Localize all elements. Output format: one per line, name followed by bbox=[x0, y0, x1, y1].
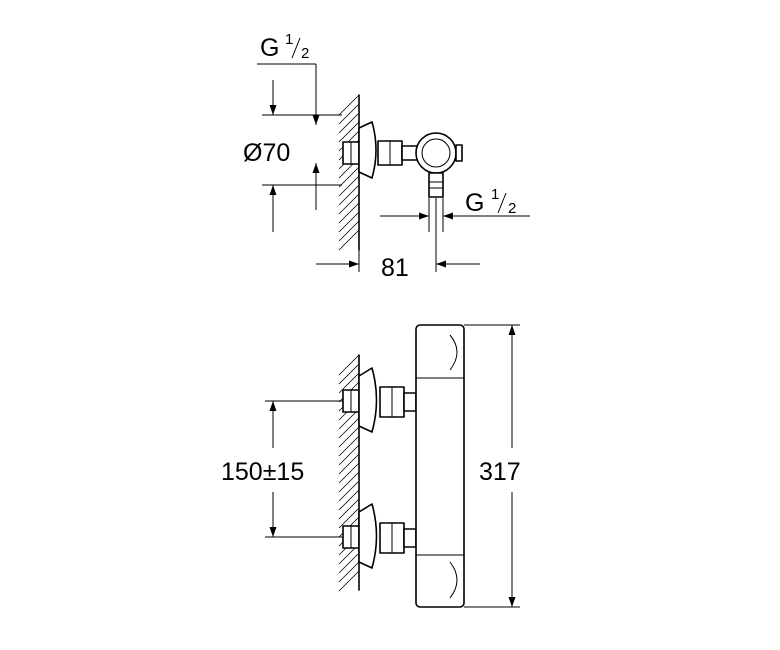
center-distance-dimension: 150±15 bbox=[221, 400, 343, 538]
hatch-line bbox=[338, 211, 360, 233]
hatch-line bbox=[338, 354, 360, 376]
height-label: 317 bbox=[479, 458, 521, 486]
hatch-line bbox=[338, 103, 360, 125]
inlet-thread-prefix: G bbox=[260, 34, 279, 62]
hatch-line bbox=[338, 480, 360, 502]
hatch-line bbox=[338, 570, 360, 592]
hatch-line bbox=[338, 202, 360, 224]
hatch-line bbox=[338, 498, 360, 520]
hatch-line bbox=[338, 166, 360, 188]
wall-hatch-top bbox=[338, 94, 360, 251]
hatch-line bbox=[338, 444, 360, 466]
diameter-label: Ø70 bbox=[243, 139, 290, 167]
hatch-line bbox=[338, 121, 360, 143]
hatch-line bbox=[338, 112, 360, 134]
depth-dimension: 81 bbox=[316, 198, 480, 282]
hatch-line bbox=[338, 363, 360, 385]
hatch-line bbox=[338, 453, 360, 475]
hatch-line bbox=[338, 552, 360, 574]
upper-connection bbox=[342, 367, 417, 433]
center-distance-label: 150±15 bbox=[221, 458, 304, 486]
hatch-line bbox=[338, 561, 360, 583]
front-view: 150±15 317 bbox=[221, 324, 521, 608]
outlet-thread-numerator: 1 bbox=[491, 186, 499, 203]
diameter-dimension: Ø70 bbox=[243, 80, 342, 232]
svg-text:G: G bbox=[465, 189, 484, 217]
inlet-thread-numerator: 1 bbox=[285, 31, 293, 48]
hatch-line bbox=[338, 94, 360, 116]
hatch-line bbox=[338, 184, 360, 206]
hatch-line bbox=[338, 462, 360, 484]
hatch-line bbox=[338, 435, 360, 457]
hatch-line bbox=[338, 220, 360, 242]
hatch-line bbox=[338, 471, 360, 493]
outlet-nipple bbox=[428, 172, 444, 198]
outlet-thread-prefix: G bbox=[465, 189, 484, 217]
inlet-thread-denominator: 2 bbox=[301, 45, 309, 62]
height-dimension: 317 bbox=[464, 324, 521, 608]
depth-label: 81 bbox=[381, 254, 409, 282]
hatch-line bbox=[338, 507, 360, 529]
hatch-line bbox=[338, 489, 360, 511]
outlet-thread-denominator: 2 bbox=[508, 200, 516, 217]
top-view: G 1 2 Ø70 81 G 1 bbox=[243, 31, 530, 282]
svg-text:G: G bbox=[260, 34, 279, 62]
escutcheon-top bbox=[358, 121, 377, 179]
hatch-line bbox=[338, 426, 360, 448]
inlet-thread-dimension: G 1 2 bbox=[257, 31, 320, 125]
thermostat-body bbox=[415, 324, 465, 608]
hatch-line bbox=[338, 229, 360, 251]
hatch-line bbox=[338, 175, 360, 197]
outlet-thread-dimension: G 1 2 bbox=[380, 186, 530, 232]
hatch-line bbox=[338, 417, 360, 439]
hatch-line bbox=[338, 193, 360, 215]
